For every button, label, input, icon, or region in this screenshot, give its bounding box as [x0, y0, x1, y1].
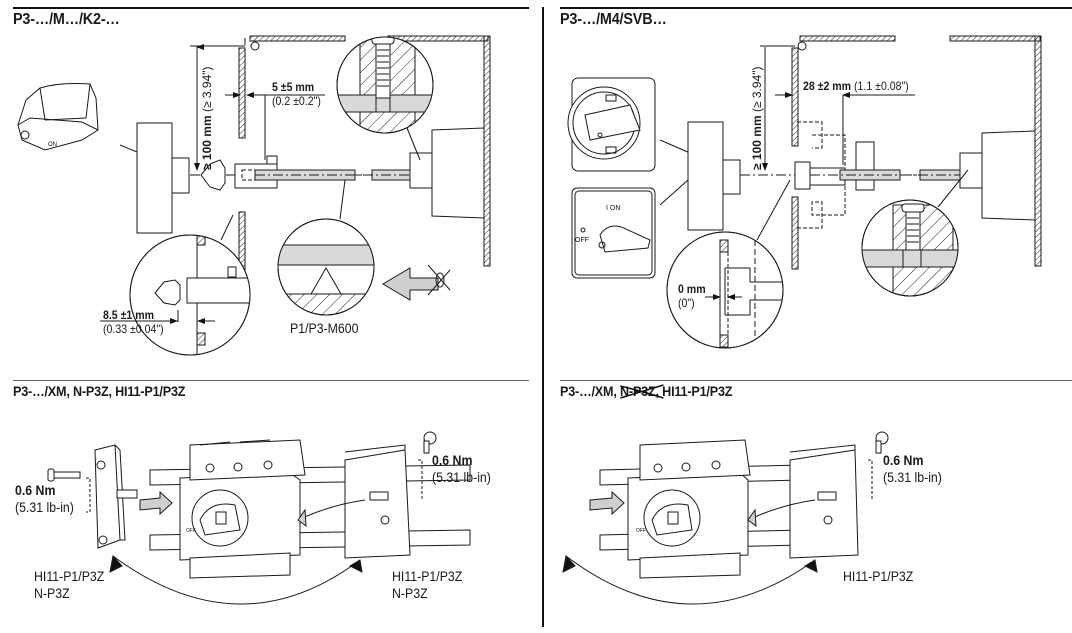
round-handle-icon [567, 77, 691, 172]
panel-title-top-left: P3-…/M…/K2-… [13, 11, 120, 28]
accessory-label-right-panel: HI11-P1/P3Z [843, 568, 913, 585]
svg-text:OFF: OFF [186, 528, 196, 534]
top-right-drawing: I ON OFF [567, 35, 1042, 349]
gap-dim-imperial: (0.2 ±0.2") [272, 94, 321, 108]
torque-right-imperial: (5.31 lb-in) [432, 469, 491, 485]
shaft-dimension-label: 8.5 ±1 mm (0.33 ±0.04") [103, 308, 164, 336]
gap-dim-value: 5 ±5 mm [272, 80, 315, 94]
accessory-right-line-2: N-P3Z [392, 585, 428, 601]
top-left-rule [13, 7, 529, 9]
panel-divider [542, 7, 544, 627]
gap-dimension-label: 5 ±5 mm (0.2 ±0.2") [272, 80, 321, 108]
height-dim-value-right: ≥ 100 mm [750, 115, 764, 170]
accessory-label-left: HI11-P1/P3Z N-P3Z [34, 568, 104, 602]
square-handle-icon: I ON OFF [571, 179, 689, 279]
title-struck-part: N-P3Z, [619, 383, 664, 399]
gap-dim-value-right: 28 ±2 mm [803, 79, 852, 93]
panel-title-bottom-left: P3-…/XM, N-P3Z, HI11-P1/P3Z [13, 383, 186, 399]
height-dim-imperial-right: (≥ 3.94") [750, 66, 764, 113]
height-dim-imperial: (≥ 3.94") [200, 66, 214, 113]
accessory-left-line-2: N-P3Z [34, 585, 70, 601]
shaft-dim-value: 8.5 ±1 mm [103, 308, 154, 322]
zero-dim-imperial: (0") [678, 296, 695, 310]
title-part-post: HI11-P1/P3Z [662, 383, 733, 399]
shaft-dim-imperial: (0.33 ±0.04") [103, 322, 164, 336]
zero-dimension-label: 0 mm (0") [678, 282, 706, 310]
height-dimension-label: ≥ 100 mm (≥ 3.94") [200, 67, 214, 171]
accessory-right-line-1: HI11-P1/P3Z [392, 568, 463, 584]
bottom-right-drawing: OFF [562, 431, 889, 605]
accessory-right-panel-line-1: HI11-P1/P3Z [843, 568, 914, 584]
rotary-handle-icon: ON [17, 83, 138, 153]
torque-left-value: 0.6 Nm [15, 482, 56, 498]
torque-label-right: 0.6 Nm (5.31 lb-in) [432, 452, 491, 486]
height-dimension-label-right: ≥ 100 mm (≥ 3.94") [750, 67, 764, 171]
bottom-right-rule [560, 380, 1072, 381]
torque-right-panel-imperial: (5.31 lb-in) [883, 469, 942, 485]
panel-title-bottom-right: P3-…/XM, N-P3Z, HI11-P1/P3Z [560, 383, 733, 399]
torque-label-left: 0.6 Nm (5.31 lb-in) [15, 482, 74, 516]
bottom-left-drawing: OFF [47, 431, 471, 605]
top-left-drawing: ON [17, 35, 491, 356]
accessory-left-line-1: HI11-P1/P3Z [34, 568, 105, 584]
torque-left-imperial: (5.31 lb-in) [15, 499, 74, 515]
title-part-pre: P3-…/XM, [560, 383, 617, 399]
accessory-label-right: HI11-P1/P3Z N-P3Z [392, 568, 462, 602]
zero-dim-value: 0 mm [678, 282, 706, 296]
svg-text:ON: ON [48, 142, 57, 148]
panel-title-top-right: P3-…/M4/SVB… [560, 11, 667, 28]
gap-dim-imperial-right: (1.1 ±0.08") [854, 79, 909, 93]
height-dim-value: ≥ 100 mm [200, 115, 214, 170]
torque-right-panel-value: 0.6 Nm [883, 452, 924, 468]
part-label-m600: P1/P3-M600 [290, 320, 359, 336]
torque-label-right-panel: 0.6 Nm (5.31 lb-in) [883, 452, 942, 486]
top-right-rule [560, 7, 1072, 9]
torque-right-value: 0.6 Nm [432, 452, 473, 468]
strikethrough-mark [619, 384, 664, 399]
off-mark: OFF [575, 237, 589, 244]
svg-text:OFF: OFF [636, 528, 646, 534]
gap-dimension-label-right: 28 ±2 mm (1.1 ±0.08") [803, 79, 909, 93]
bottom-left-rule [13, 380, 529, 381]
on-mark: I ON [606, 205, 620, 212]
